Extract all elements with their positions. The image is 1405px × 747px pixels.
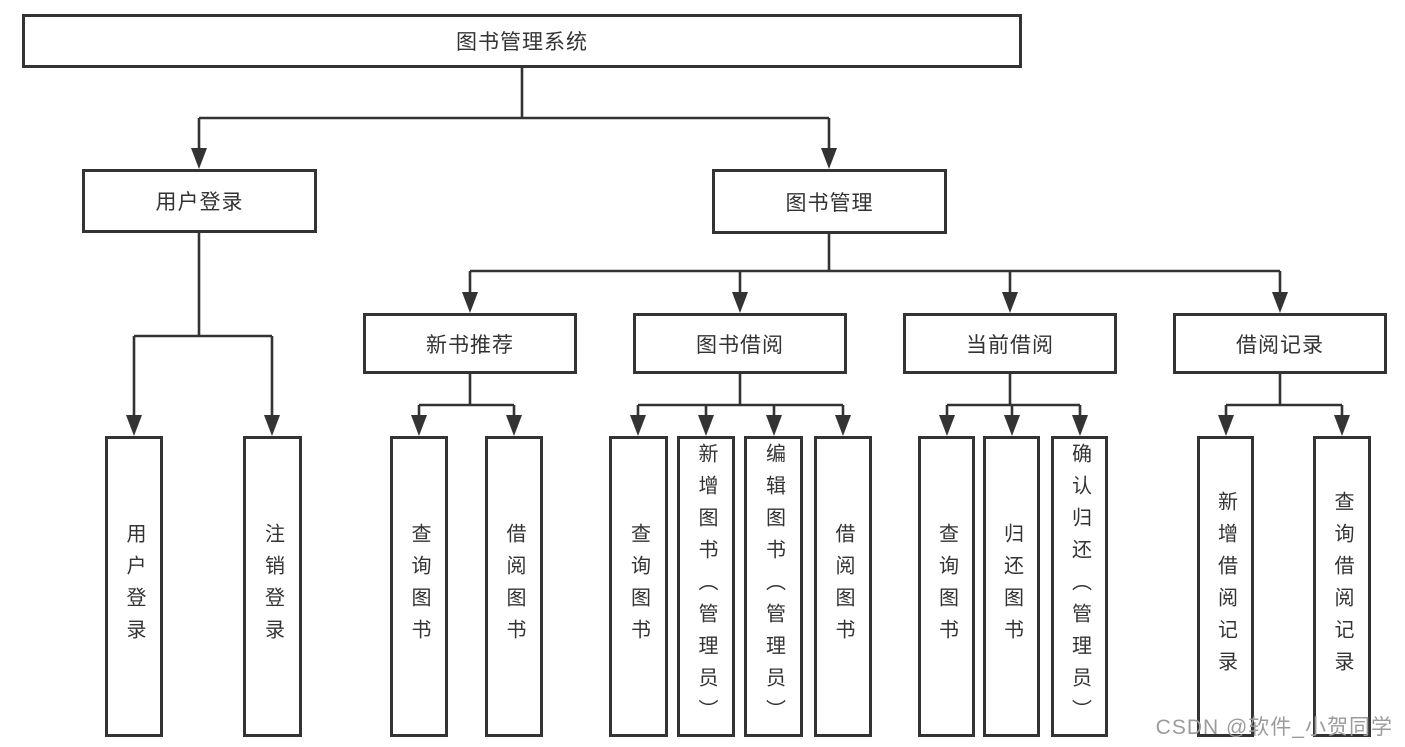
node-label: 查询图书: [627, 522, 650, 651]
leaf-borrow-books: 借阅图书: [485, 436, 543, 737]
node-current-borrowing: 当前借阅: [903, 313, 1117, 374]
node-label: 当前借阅: [966, 333, 1054, 357]
leaf-add-books-admin: 新增图书（管理员）: [677, 436, 735, 737]
node-label: 借阅记录: [1236, 333, 1324, 357]
node-label: 用户登录: [155, 191, 244, 214]
node-label: 查询图书: [408, 522, 430, 651]
node-label: 借阅图书: [832, 522, 854, 651]
node-label: 新书推荐: [426, 333, 514, 357]
node-label: 注销登录: [261, 522, 284, 651]
leaf-query-borrow-record: 查询借阅记录: [1313, 436, 1371, 737]
leaf-add-borrow-record: 新增借阅记录: [1197, 436, 1254, 737]
node-label: 图书管理系统: [456, 31, 588, 54]
node-borrowing-records: 借阅记录: [1173, 313, 1387, 374]
node-label: 用户登录: [123, 522, 145, 651]
node-book-borrowing: 图书借阅: [633, 313, 847, 374]
node-book-management: 图书管理: [712, 169, 947, 234]
node-label: 归还图书: [1000, 522, 1023, 651]
node-label: 编辑图书（管理员）: [762, 442, 785, 731]
node-label: 新增借阅记录: [1214, 490, 1237, 683]
leaf-borrow-books: 借阅图书: [814, 436, 872, 737]
leaf-query-books: 查询图书: [390, 436, 448, 737]
leaf-query-books: 查询图书: [609, 436, 668, 737]
node-label: 查询图书: [935, 522, 958, 651]
node-label: 确认归还（管理员）: [1068, 442, 1091, 731]
node-label: 图书管理: [785, 191, 874, 215]
leaf-user-login: 用户登录: [105, 436, 163, 737]
leaf-confirm-return-admin: 确认归还（管理员）: [1051, 436, 1108, 737]
node-user-login: 用户登录: [82, 169, 317, 233]
node-new-book-recommend: 新书推荐: [363, 313, 577, 374]
node-label: 借阅图书: [503, 522, 525, 651]
node-label: 查询借阅记录: [1331, 490, 1353, 683]
leaf-return-books: 归还图书: [983, 436, 1040, 737]
node-label: 图书借阅: [696, 333, 784, 357]
watermark-text: CSDN @软件_小贺同学: [1155, 716, 1393, 739]
leaf-query-books: 查询图书: [918, 436, 975, 737]
node-library-management-system: 图书管理系统: [22, 14, 1022, 68]
leaf-edit-books-admin: 编辑图书（管理员）: [744, 436, 803, 737]
node-label: 新增图书（管理员）: [695, 442, 717, 731]
leaf-logout: 注销登录: [243, 436, 302, 737]
